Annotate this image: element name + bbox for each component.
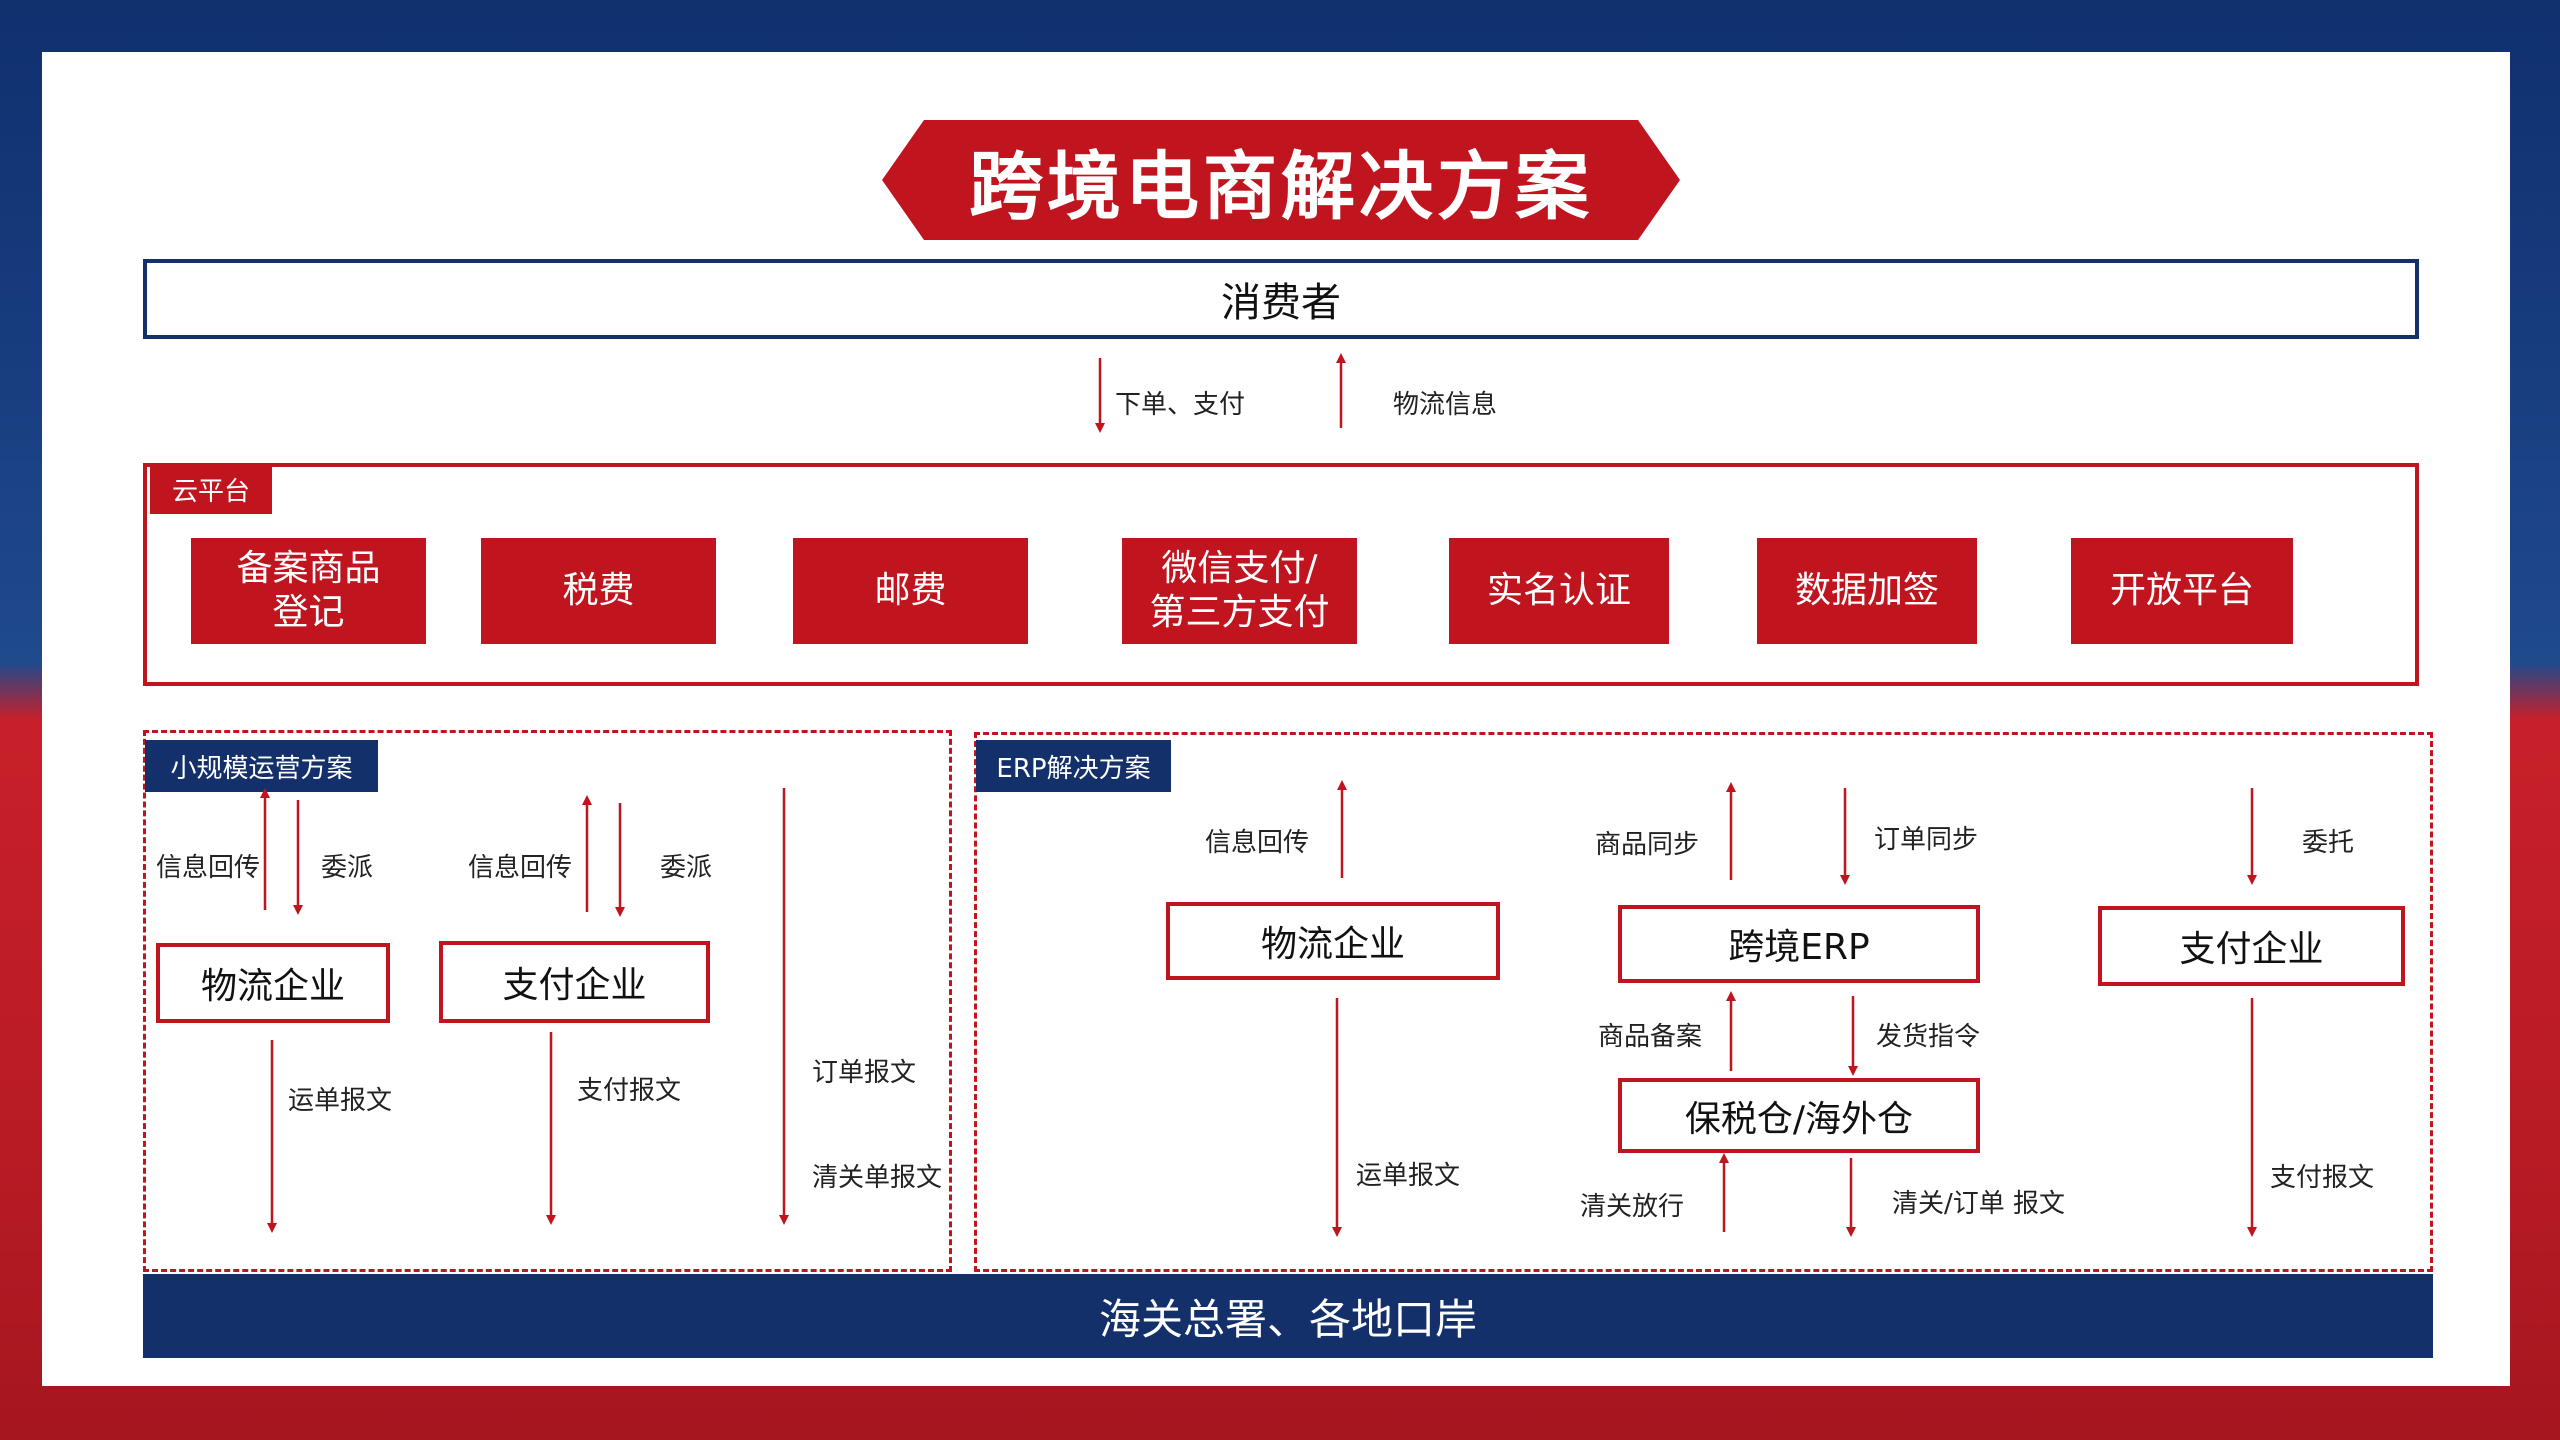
cloud-item-payment: 微信支付/ 第三方支付	[1122, 538, 1357, 644]
erp-system-box: 跨境ERP	[1618, 905, 1980, 983]
logistics-info-label: 物流信息	[1393, 390, 1498, 420]
cloud-item-data-sign-label: 数据加签	[1794, 570, 1939, 611]
cloud-item-filing-line2: 登记	[272, 592, 345, 633]
erp-clearance-release: 清关放行	[1580, 1192, 1685, 1222]
cloud-item-tax: 税费	[481, 538, 716, 644]
erp-panel	[974, 732, 2433, 1272]
cloud-platform-panel	[143, 463, 2419, 686]
cloud-item-data-sign: 数据加签	[1757, 538, 1977, 644]
cloud-item-realname-label: 实名认证	[1486, 570, 1631, 611]
cloud-item-filing-line1: 备案商品	[236, 548, 381, 589]
small-order-msg: 订单报文	[812, 1058, 917, 1088]
small-clearance-msg: 清关单报文	[812, 1163, 943, 1193]
small-info-return-1: 信息回传	[156, 853, 261, 883]
erp-entrust: 委托	[2302, 828, 2355, 858]
erp-warehouse-box: 保税仓/海外仓	[1618, 1078, 1980, 1153]
cloud-item-realname: 实名认证	[1449, 538, 1669, 644]
cloud-item-open-platform-label: 开放平台	[2109, 570, 2254, 611]
cloud-item-filing: 备案商品 登记	[191, 538, 426, 644]
erp-product-sync: 商品同步	[1595, 830, 1700, 860]
cloud-item-payment-line2: 第三方支付	[1149, 592, 1330, 633]
small-payment-box: 支付企业	[439, 941, 710, 1023]
erp-payment-msg: 支付报文	[2270, 1163, 2375, 1193]
erp-clearance-order-msg: 清关/订单 报文	[1892, 1189, 2066, 1219]
consumer-box: 消费者	[143, 259, 2419, 339]
small-payment-msg: 支付报文	[577, 1076, 682, 1106]
erp-payment-box: 支付企业	[2098, 906, 2405, 986]
cloud-item-postage-label: 邮费	[874, 570, 947, 611]
small-waybill-msg: 运单报文	[288, 1086, 393, 1116]
erp-waybill-msg: 运单报文	[1356, 1161, 1461, 1191]
small-scale-panel	[143, 730, 952, 1272]
order-pay-label: 下单、支付	[1115, 390, 1246, 420]
small-scale-tag: 小规模运营方案	[145, 740, 378, 792]
erp-order-sync: 订单同步	[1874, 825, 1979, 855]
cloud-item-tax-label: 税费	[562, 570, 635, 611]
customs-footer: 海关总署、各地口岸	[143, 1274, 2433, 1358]
erp-shipping-instruction: 发货指令	[1876, 1022, 1981, 1052]
cloud-platform-tag: 云平台	[150, 465, 272, 514]
small-logistics-box: 物流企业	[156, 943, 390, 1023]
erp-logistics-box: 物流企业	[1166, 902, 1500, 980]
erp-tag: ERP解决方案	[976, 740, 1171, 792]
small-assign-1: 委派	[321, 853, 374, 883]
page-title: 跨境电商解决方案	[882, 120, 1680, 240]
cloud-item-payment-line1: 微信支付/	[1161, 548, 1318, 589]
erp-product-filing: 商品备案	[1598, 1022, 1703, 1052]
cloud-item-open-platform: 开放平台	[2071, 538, 2293, 644]
erp-info-return: 信息回传	[1205, 828, 1310, 858]
small-info-return-2: 信息回传	[468, 853, 573, 883]
small-assign-2: 委派	[660, 853, 713, 883]
cloud-item-postage: 邮费	[793, 538, 1028, 644]
